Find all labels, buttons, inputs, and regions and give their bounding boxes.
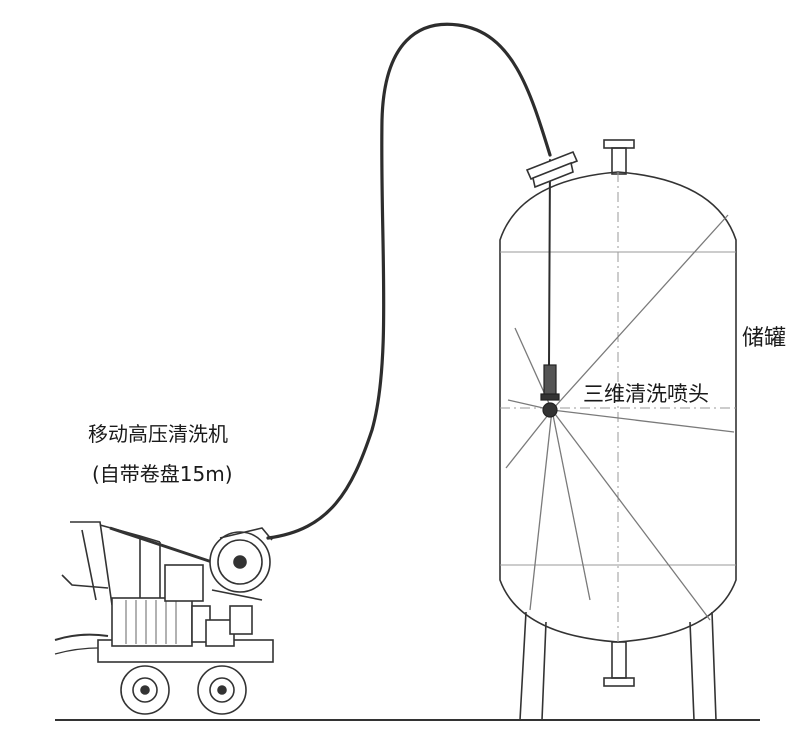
nozzle-label: 三维清洗喷头 [583, 382, 709, 406]
pressure-washer-cart-icon [54, 521, 274, 715]
inlet-flange-icon [525, 150, 579, 189]
tank-label: 储罐 [742, 326, 787, 351]
machine-label: 移动高压清洗机 [88, 422, 228, 446]
hose [266, 22, 552, 540]
spray-nozzle-icon [540, 364, 560, 418]
storage-tank-icon [499, 139, 737, 721]
reel-note-label: (自带卷盘15m) [92, 462, 233, 486]
